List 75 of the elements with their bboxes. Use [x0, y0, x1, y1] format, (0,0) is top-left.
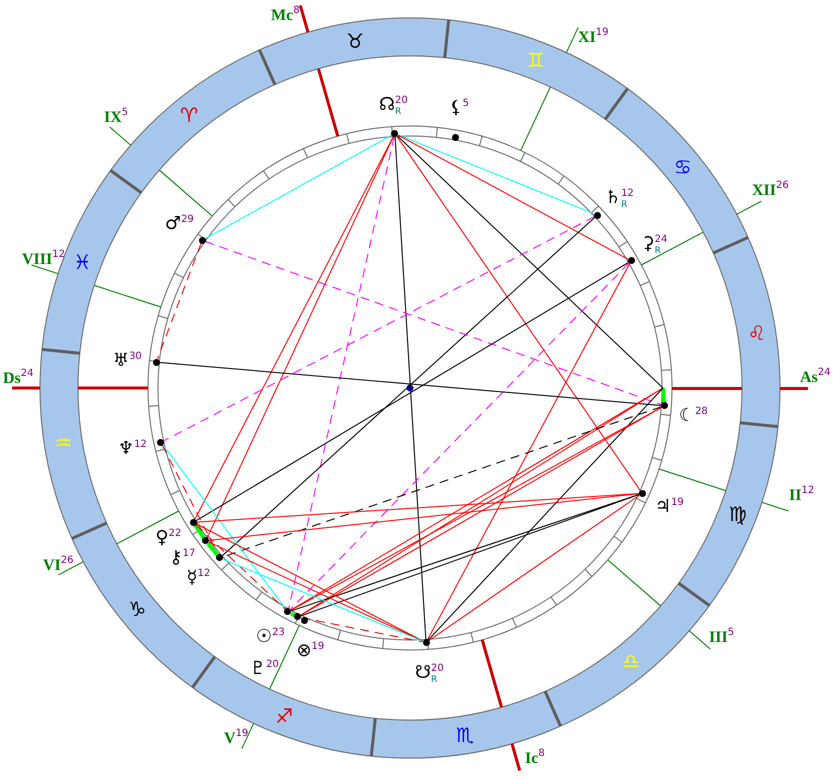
aspect-line	[398, 134, 595, 214]
position-dot-icon	[157, 438, 164, 446]
house-cusp-label: Ic$^{8}$	[525, 749, 545, 768]
planet-label: ⚸$^{5}$	[449, 96, 470, 120]
position-dot-icon	[660, 402, 668, 410]
zodiac-sign: ♊	[526, 49, 545, 72]
planet-label: ♅$^{30}$	[112, 348, 143, 372]
zodiac-sign: ♒	[54, 432, 72, 454]
planet-label: ☾$^{28}$	[678, 404, 709, 428]
zodiac-sign: ♌	[748, 322, 766, 344]
zodiac-sign: ♑	[128, 598, 146, 620]
house-cusp-label: XII$^{26}$	[752, 181, 789, 200]
planet-label: ♆$^{12}$	[118, 436, 148, 460]
aspect-line	[398, 134, 628, 260]
house-cusp-label: VI$^{26}$	[43, 556, 74, 575]
planet-label: ♃$^{19}$	[654, 494, 685, 518]
position-dot-icon	[300, 616, 308, 624]
aspect-line	[428, 494, 640, 641]
aspect-line	[196, 493, 640, 523]
aspect-line	[396, 135, 664, 388]
position-dot-icon	[190, 518, 197, 526]
position-dot-icon	[216, 554, 224, 562]
aspect-line	[394, 136, 426, 640]
position-dot-icon	[628, 257, 635, 264]
zodiac-sign: ♉	[346, 30, 364, 52]
position-dot-icon	[152, 358, 160, 366]
zodiac-sign: ♐	[275, 704, 294, 727]
house-cusp-label: V$^{19}$	[224, 729, 248, 748]
house-cusp-label: Mc$^{8}$	[271, 6, 300, 25]
aspect-line	[427, 264, 630, 640]
planet-label: ♇$^{20}$	[250, 656, 280, 680]
house-cusp-label: XI$^{19}$	[578, 28, 609, 47]
aspect-line	[196, 262, 629, 522]
aspect-line	[204, 134, 392, 240]
zodiac-sign: ♍	[728, 502, 747, 525]
zodiac-sign: ♈	[180, 104, 198, 126]
house-cusp-label: III$^{5}$	[709, 628, 734, 647]
aspect-line	[162, 444, 286, 610]
position-dot-icon	[391, 130, 398, 137]
aspect-line	[661, 388, 666, 402]
planet-label: ☉$^{23}$	[256, 624, 286, 648]
aspect-line	[290, 262, 630, 610]
position-dot-icon	[452, 134, 460, 141]
aspect-line	[196, 524, 424, 642]
aspect-line	[288, 136, 395, 609]
position-dot-icon	[284, 608, 292, 616]
aspect-line	[159, 362, 662, 406]
planet-label: ⊗$^{19}$	[296, 638, 326, 662]
house-cusp-label: Ds$^{24}$	[3, 369, 34, 388]
aspect-line	[195, 524, 286, 610]
zodiac-sign: ♎	[622, 650, 640, 672]
house-cusp-label: II$^{12}$	[789, 486, 814, 505]
zodiac-sign: ♓	[73, 251, 92, 274]
axis-label: As$^{24}$	[800, 368, 831, 387]
aspect-line	[206, 542, 220, 557]
aspect-line	[428, 388, 664, 640]
aspect-line	[194, 524, 206, 540]
house-cusp-label: IX$^{5}$	[104, 108, 128, 127]
aspect-line	[204, 241, 662, 406]
position-dot-icon	[594, 212, 601, 219]
aspect-line	[208, 542, 424, 642]
position-dot-icon	[202, 537, 210, 544]
zodiac-sign: ♋	[674, 156, 692, 178]
aspect-line	[164, 216, 595, 442]
aspect-line	[222, 558, 424, 642]
aspect-line	[396, 136, 641, 491]
planet-label: ♂$^{29}$	[164, 212, 195, 236]
aspect-line	[208, 493, 640, 541]
zodiac-sign: ♏	[456, 724, 474, 746]
aspect-line	[157, 243, 202, 360]
aspect-line	[222, 216, 596, 556]
position-dot-icon	[198, 236, 206, 244]
house-cusp-label: VIII$^{12}$	[22, 250, 65, 269]
position-dot-icon	[294, 613, 302, 620]
aspect-line	[300, 617, 424, 642]
